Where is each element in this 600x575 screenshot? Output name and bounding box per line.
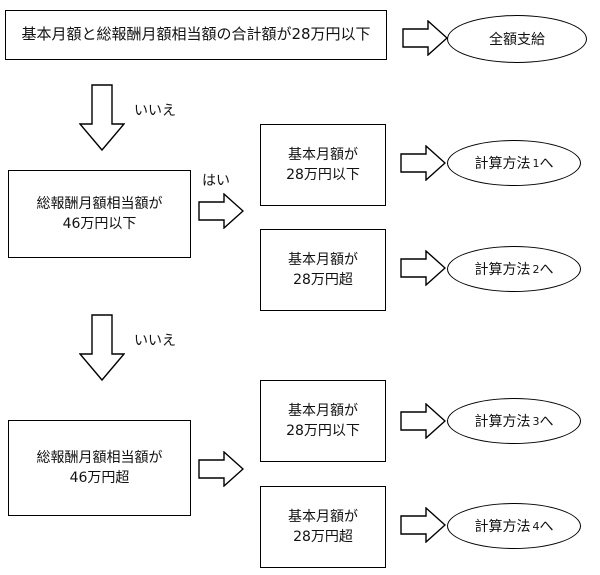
- top-condition-text: 基本月額と総報酬月額相当額の合計額が28万円以下: [21, 25, 371, 44]
- basic-28-under-line2: 28万円以下: [286, 167, 360, 183]
- basic-28-under-box-2: 基本月額が 28万円以下: [260, 380, 386, 462]
- method-number: 4: [532, 519, 540, 533]
- condition-46-under-line2: 46万円以下: [62, 216, 137, 232]
- condition-46-over-box: 総報酬月額相当額が 46万円超: [8, 420, 191, 516]
- arrow-down-icon: [79, 84, 125, 152]
- basic-28-over-box-2: 基本月額が 28万円超: [260, 486, 386, 568]
- top-condition-box: 基本月額と総報酬月額相当額の合計額が28万円以下: [5, 10, 387, 60]
- method-2-oval: 計算方法 2 へ: [447, 246, 581, 292]
- answer-no-label-2: いいえ: [134, 333, 176, 349]
- method-number: 3: [532, 414, 540, 428]
- method-number: 2: [532, 262, 540, 276]
- method-suffix: へ: [539, 156, 554, 172]
- arrow-right-icon: [400, 145, 446, 181]
- basic-28-over-box-1: 基本月額が 28万円超: [260, 229, 386, 311]
- method-1-oval: 計算方法 1 へ: [447, 140, 581, 186]
- basic-28-under-line1: 基本月額が: [288, 402, 358, 419]
- condition-46-over-line2: 46万円超: [69, 470, 130, 486]
- arrow-down-icon: [79, 314, 125, 382]
- condition-46-over-line1: 総報酬月額相当額が: [36, 449, 163, 466]
- arrow-right-icon: [400, 507, 446, 543]
- arrow-right-icon: [402, 20, 448, 56]
- full-payment-oval: 全額支給: [447, 15, 587, 63]
- full-payment-text: 全額支給: [489, 32, 545, 48]
- basic-28-over-line1: 基本月額が: [288, 251, 358, 268]
- basic-28-over-line2: 28万円超: [293, 529, 353, 545]
- method-prefix: 計算方法: [474, 414, 531, 430]
- method-number: 1: [532, 156, 540, 170]
- method-suffix: へ: [539, 414, 554, 430]
- arrow-right-icon: [198, 193, 244, 229]
- method-suffix: へ: [539, 519, 554, 535]
- answer-no-label-1: いいえ: [134, 103, 176, 119]
- method-prefix: 計算方法: [474, 156, 531, 172]
- method-suffix: へ: [539, 262, 554, 278]
- basic-28-under-box-1: 基本月額が 28万円以下: [260, 124, 386, 206]
- basic-28-under-line1: 基本月額が: [288, 146, 358, 163]
- answer-yes-label: はい: [202, 173, 230, 189]
- arrow-right-icon: [198, 451, 244, 487]
- method-3-oval: 計算方法 3 へ: [447, 398, 581, 444]
- basic-28-over-line1: 基本月額が: [288, 508, 358, 525]
- arrow-right-icon: [400, 250, 446, 286]
- condition-46-under-line1: 総報酬月額相当額が: [36, 195, 163, 212]
- basic-28-over-line2: 28万円超: [293, 272, 353, 288]
- method-prefix: 計算方法: [474, 519, 531, 535]
- method-4-oval: 計算方法 4 へ: [447, 503, 581, 549]
- condition-46-under-box: 総報酬月額相当額が 46万円以下: [8, 170, 191, 258]
- basic-28-under-line2: 28万円以下: [286, 423, 360, 439]
- method-prefix: 計算方法: [474, 262, 531, 278]
- arrow-right-icon: [400, 403, 446, 439]
